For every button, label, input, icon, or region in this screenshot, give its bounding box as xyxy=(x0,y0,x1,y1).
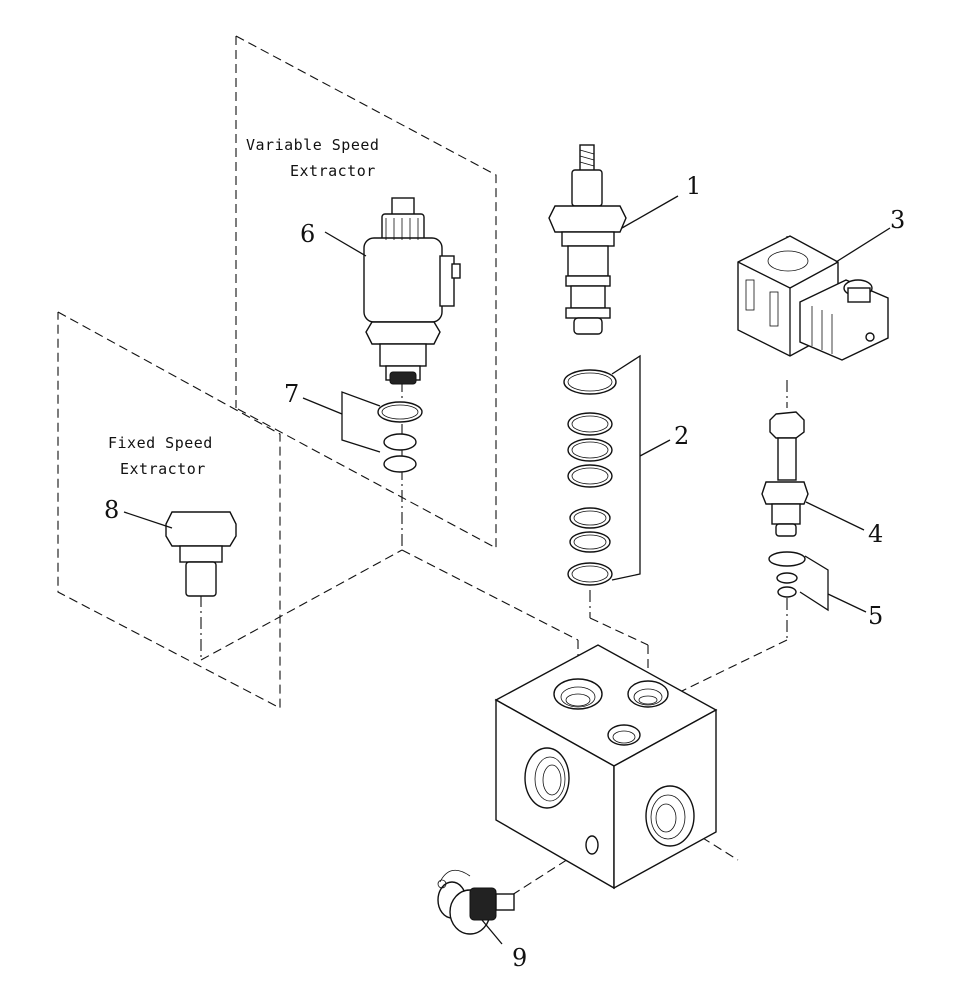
fixed-speed-panel xyxy=(57,311,281,709)
variable-speed-valve xyxy=(363,197,461,385)
valve-seals xyxy=(341,391,423,473)
test-coupling xyxy=(437,869,515,935)
top-port-medium xyxy=(627,680,669,708)
callout-5: 5 xyxy=(868,602,883,630)
test-port xyxy=(585,835,599,855)
solenoid-valve-stem xyxy=(761,411,809,537)
callout-6: 6 xyxy=(300,220,315,248)
fixed-speed-plug xyxy=(165,511,237,597)
callout-3: 3 xyxy=(890,206,905,234)
callout-1: 1 xyxy=(686,172,701,200)
seal-kit-rings xyxy=(563,354,641,586)
variable-speed-title: Variable Speed xyxy=(246,136,379,154)
top-port-small xyxy=(607,724,641,746)
callout-leaders xyxy=(123,195,891,945)
callout-7: 7 xyxy=(284,380,299,408)
fixed-speed-title: Fixed Speed xyxy=(108,434,213,452)
solenoid-coil xyxy=(737,235,889,361)
variable-speed-panel xyxy=(235,35,497,549)
callout-2: 2 xyxy=(674,422,689,450)
callout-9: 9 xyxy=(512,944,527,972)
fixed-speed-subtitle: Extractor xyxy=(120,460,206,478)
right-face-port xyxy=(645,785,695,847)
cartridge-valve xyxy=(548,144,627,335)
manifold-block xyxy=(494,644,718,890)
callout-numbers: 1 2 3 4 5 6 7 8 9 xyxy=(104,172,905,972)
left-face-port xyxy=(524,747,570,809)
top-port-large xyxy=(553,678,603,710)
callout-4: 4 xyxy=(868,520,883,548)
stem-seals xyxy=(768,551,829,612)
callout-8: 8 xyxy=(104,496,119,524)
variable-speed-subtitle: Extractor xyxy=(290,162,376,180)
